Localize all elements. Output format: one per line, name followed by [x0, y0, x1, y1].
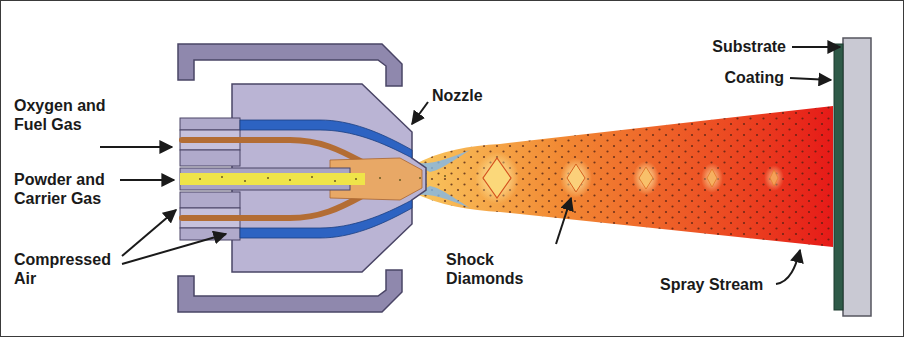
spray-stream [405, 106, 833, 247]
leader-lines [100, 47, 840, 284]
part-label: Oxygen and Fuel Gas [14, 96, 132, 134]
part-label: Spray Stream [660, 275, 778, 294]
powder-particles [199, 175, 446, 182]
part-label: Substrate [680, 37, 786, 56]
coating-layer [834, 44, 843, 310]
part-label: Compressed Air [14, 250, 124, 288]
shock-diamonds [475, 152, 784, 204]
part-label: Powder and Carrier Gas [14, 170, 132, 208]
powder-stream [180, 173, 365, 185]
part-label: Shock Diamonds [446, 250, 551, 288]
substrate-plate [843, 38, 871, 316]
part-label: Coating [680, 68, 784, 87]
part-label: Nozzle [432, 86, 512, 105]
